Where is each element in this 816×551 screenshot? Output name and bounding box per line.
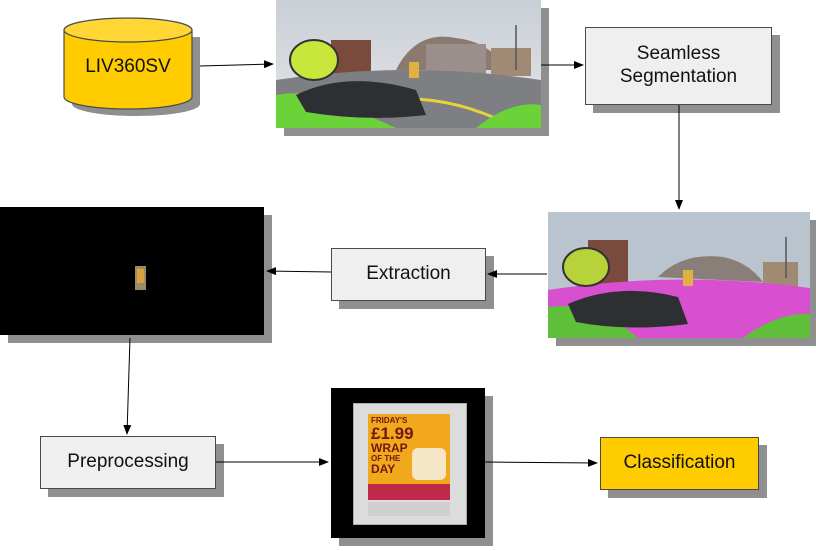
panorama-image [276, 0, 541, 128]
arrow-mask-to-preprocessing [123, 337, 132, 435]
segmented-panorama-image [548, 212, 810, 338]
poster-food-graphic [412, 448, 446, 480]
preprocessing-label: Preprocessing [67, 451, 189, 473]
poster-frame: FRIDAY'S £1.99 WRAP OF THE DAY [353, 403, 467, 525]
poster-line4: DAY [371, 462, 396, 476]
preprocessing-node: Preprocessing [40, 436, 216, 489]
poster-base [368, 502, 450, 516]
seamless-segmentation-label: Seamless Segmentation [619, 43, 738, 87]
classification-label: Classification [623, 452, 736, 474]
poster-line2: WRAP [371, 441, 408, 455]
arrow-dataset-to-panorama [199, 60, 274, 69]
cropped-poster-image: FRIDAY'S £1.99 WRAP OF THE DAY [331, 388, 485, 538]
cylinder-shape [63, 17, 200, 116]
arrow-extraction-to-mask [266, 267, 332, 276]
extraction-node: Extraction [331, 248, 486, 301]
extracted-object-image [0, 207, 264, 335]
classification-node: Classification [600, 437, 759, 490]
extraction-label: Extraction [366, 263, 451, 285]
poster-line1: FRIDAY'S [371, 416, 408, 425]
poster-panel: FRIDAY'S £1.99 WRAP OF THE DAY [368, 414, 450, 500]
poster-accent-strip [368, 484, 450, 500]
poster-line3: OF THE [371, 454, 401, 463]
arrow-poster-to-classification [484, 458, 598, 467]
seamless-segmentation-node: Seamless Segmentation [585, 27, 772, 105]
dataset-label: LIV360SV [85, 56, 171, 77]
dataset-cylinder: LIV360SV [60, 16, 205, 124]
poster-price: £1.99 [371, 424, 414, 443]
